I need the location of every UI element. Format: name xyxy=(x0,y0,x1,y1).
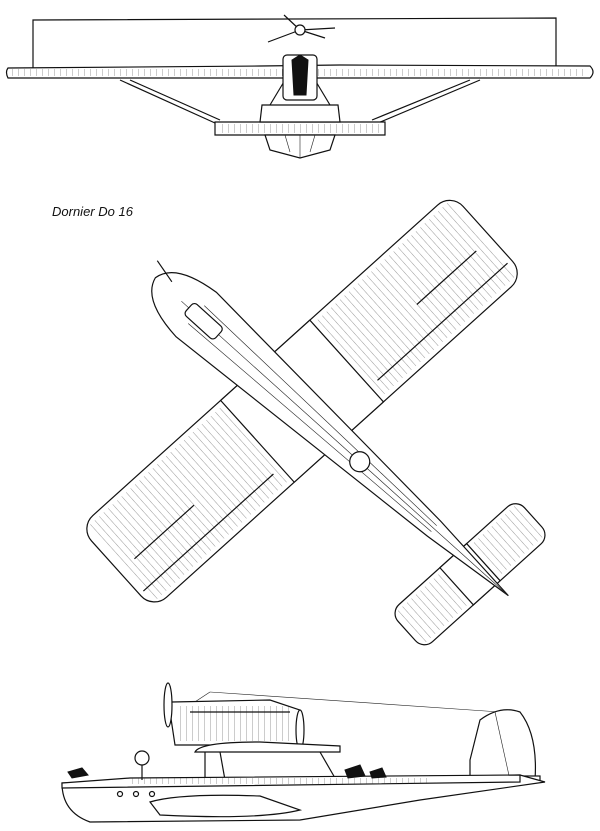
side-mast-light xyxy=(134,750,150,766)
plan-hull xyxy=(151,260,509,597)
front-strut-right xyxy=(377,79,481,124)
aircraft-title: Dornier Do 16 xyxy=(52,204,133,219)
front-view xyxy=(5,14,594,159)
side-view xyxy=(61,682,546,823)
side-propeller-front xyxy=(163,682,173,728)
front-strut-left xyxy=(119,79,216,124)
side-bow-gun xyxy=(67,767,89,779)
side-sponson xyxy=(148,794,303,818)
side-mid-gun xyxy=(344,764,366,779)
plan-view xyxy=(86,199,546,646)
plan-cockpit-ring xyxy=(349,451,371,473)
side-wing-section xyxy=(194,741,341,753)
side-tail-fin xyxy=(469,709,537,781)
